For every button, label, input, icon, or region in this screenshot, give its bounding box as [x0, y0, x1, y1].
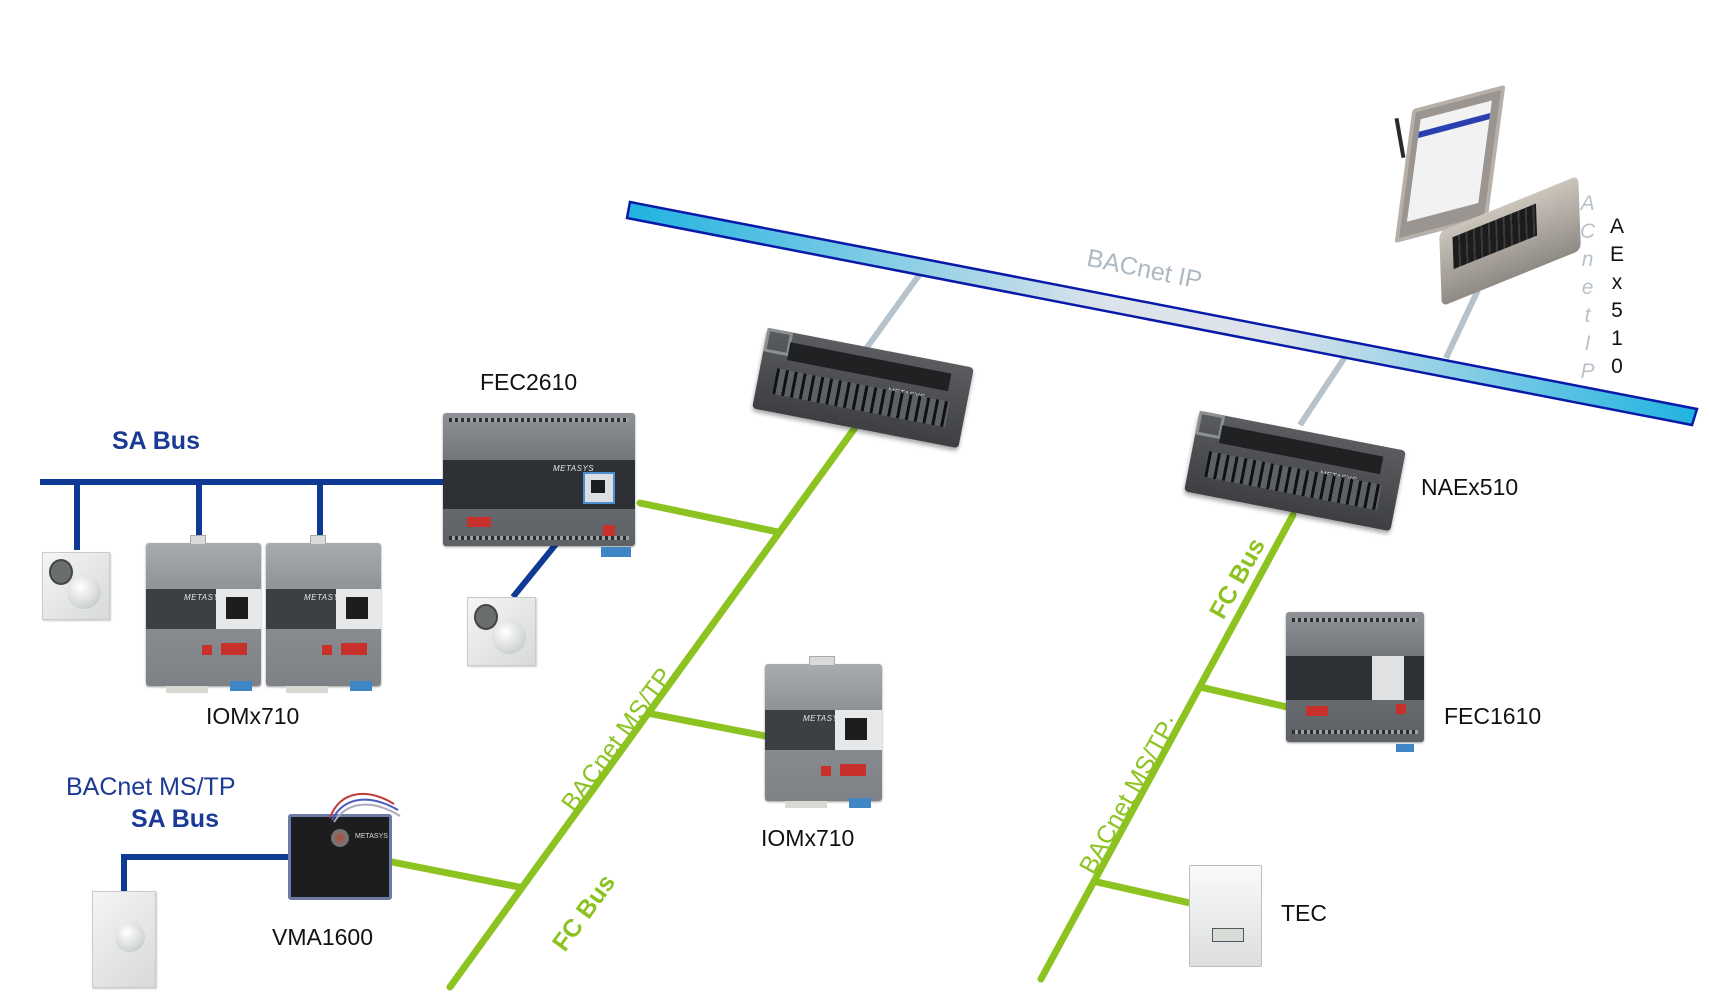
rj-jack: [591, 480, 605, 493]
metasys-logo: METASYS: [184, 593, 226, 602]
iom-module-1[interactable]: METASYS: [146, 535, 261, 693]
vertical-letter: A: [1610, 215, 1625, 238]
fec1610-label: FEC1610: [1444, 703, 1542, 729]
din-tab: [310, 535, 326, 545]
setpoint-knob: [67, 575, 101, 609]
bacnet-mstp-label-bottom: BACnet MS/TP: [66, 773, 236, 801]
vertical-letter: C: [1580, 220, 1596, 243]
metasys-logo: METASYS: [304, 593, 346, 602]
fec1610-controller[interactable]: [1286, 612, 1424, 752]
fec2610-controller[interactable]: METASYS: [443, 413, 635, 557]
bus-terminal: [849, 798, 871, 808]
iom-module-3[interactable]: METASYS: [765, 656, 882, 808]
naex510-label: NAEx510: [1421, 474, 1519, 500]
bacnet-ip-bar: [625, 200, 1699, 427]
fc-bus-left: [388, 421, 861, 991]
tec-label: TEC: [1281, 900, 1327, 926]
din-tab: [190, 535, 206, 545]
mount-bracket: [268, 790, 294, 808]
rj-jack: [845, 718, 867, 740]
vertical-letter: E: [1610, 243, 1625, 266]
bus-terminal: [350, 681, 372, 691]
terminal-strip: [1292, 618, 1418, 622]
rj-jack: [226, 597, 248, 619]
tec-thermostat[interactable]: [1189, 865, 1262, 967]
vertical-letter: P: [1580, 360, 1595, 383]
vertical-letter: A: [1580, 192, 1595, 215]
terminal-block: [166, 686, 208, 693]
eol-switch: [202, 645, 212, 655]
room-sensor-2[interactable]: [467, 597, 536, 666]
actuator-dial: [331, 829, 349, 847]
sensor-display: [49, 559, 73, 585]
vertical-letter: t: [1584, 304, 1591, 327]
vma1600-controller[interactable]: METASYS: [268, 790, 401, 906]
metasys-logo: METASYS: [803, 714, 845, 723]
terminal-strip-bottom: [1292, 730, 1418, 734]
metasys-logo: METASYS: [355, 833, 388, 840]
vertical-letter: 5: [1611, 299, 1623, 322]
eol-switch: [603, 525, 615, 537]
fc-bus-right: [1037, 511, 1297, 983]
terminal-block: [785, 801, 827, 808]
metasys-logo: METASYS: [553, 464, 595, 473]
dip-switch: [467, 517, 491, 527]
sa-bus-label-top: SA Bus: [112, 427, 200, 455]
eol-switch: [821, 766, 831, 776]
iom-pair-label: IOMx710: [206, 703, 300, 729]
vertical-letter: e: [1581, 276, 1594, 299]
sa-bus-label-bottom: SA Bus: [131, 805, 219, 833]
rj-jack: [346, 597, 368, 619]
setpoint-knob: [115, 922, 145, 952]
ip-drop-left-nae: [855, 269, 925, 362]
bus-terminal: [601, 547, 631, 557]
sensor-display: [474, 604, 498, 630]
iom-single-label: IOMx710: [761, 825, 855, 851]
vma1600-label: VMA1600: [272, 924, 374, 950]
terminal-strip-bottom: [449, 536, 629, 540]
sa-bus-top: [40, 479, 447, 550]
antenna-icon: [1394, 117, 1406, 159]
dip-switch: [840, 764, 866, 776]
vertical-letter: 0: [1611, 355, 1623, 378]
dip-switch: [221, 643, 247, 655]
terminal-block: [286, 686, 328, 693]
room-sensor-1[interactable]: [42, 552, 110, 620]
dip-switch: [341, 643, 367, 655]
tec-display: [1212, 928, 1244, 942]
ip-drop-laptop: [1443, 288, 1481, 360]
bus-terminal: [1396, 744, 1414, 752]
setpoint-knob: [492, 620, 526, 654]
sa-bus-bottom: [121, 854, 290, 891]
ip-drop-right-nae: [1297, 355, 1348, 427]
vertical-letter: 1: [1611, 327, 1623, 350]
fec2610-label: FEC2610: [480, 369, 578, 395]
wire-harness: [329, 792, 401, 823]
vertical-letter: n: [1581, 248, 1594, 271]
din-tab: [809, 656, 835, 666]
vertical-letter: x: [1611, 271, 1623, 294]
eol-switch: [1396, 704, 1406, 714]
vertical-letter: I: [1584, 332, 1591, 355]
port-window: [1372, 656, 1404, 700]
laptop-workstation[interactable]: [1394, 84, 1595, 307]
wall-sensor[interactable]: [92, 891, 156, 988]
bus-terminal: [230, 681, 252, 691]
terminal-strip: [449, 418, 629, 422]
iom-module-2[interactable]: METASYS: [266, 535, 381, 693]
eol-switch: [322, 645, 332, 655]
dip-switch: [1306, 706, 1328, 716]
